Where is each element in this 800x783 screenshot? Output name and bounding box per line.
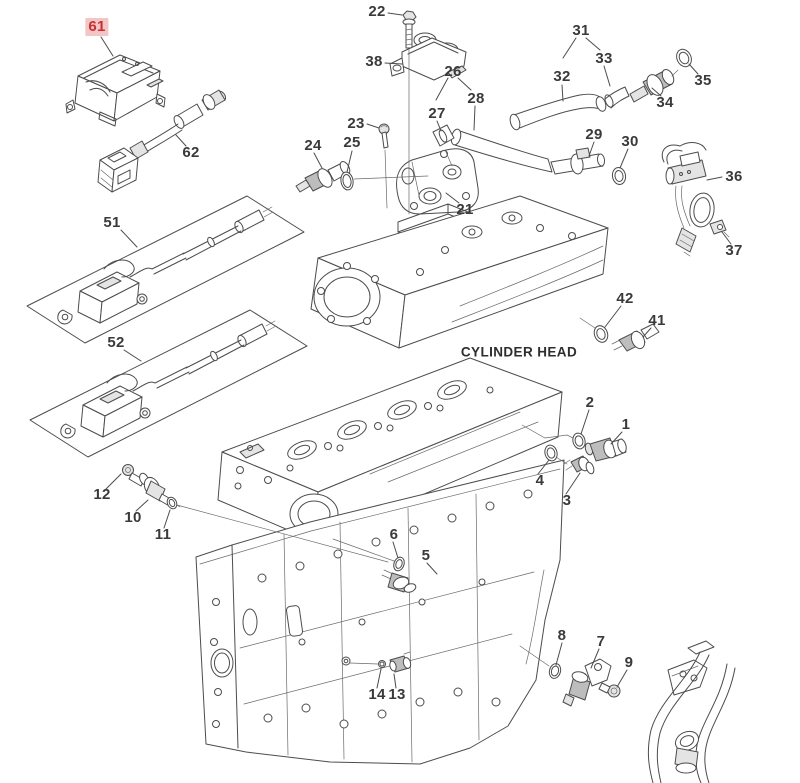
clamp-27 (432, 124, 455, 147)
clamp-ring-37 (689, 192, 730, 238)
oxygen-sensor-62 (97, 89, 227, 193)
callout-6: 6 (389, 526, 399, 543)
callout-22: 22 (368, 3, 386, 20)
kit-box-52 (29, 309, 308, 458)
callout-1: 1 (621, 416, 631, 433)
o-ring-35 (676, 48, 692, 68)
callout-34: 34 (656, 94, 674, 111)
fuel-pipes (647, 640, 736, 783)
sensor-7 (562, 658, 612, 707)
fitting-29 (550, 147, 606, 175)
callout-33: 33 (595, 50, 613, 67)
callout-4: 4 (535, 472, 545, 489)
kit-box-51 (26, 195, 305, 344)
callout-52: 52 (107, 334, 125, 351)
callout-7: 7 (596, 633, 606, 650)
engine-block (195, 459, 565, 765)
axis-lines (176, 49, 679, 667)
callout-14: 14 (368, 686, 386, 703)
callout-24: 24 (304, 137, 322, 154)
leader-lines (100, 12, 732, 689)
bolt-9 (598, 682, 621, 698)
callout-5: 5 (421, 547, 431, 564)
sensor-34 (629, 69, 675, 103)
hose-32 (509, 93, 607, 131)
o-ring-11 (166, 496, 178, 510)
o-ring-30 (611, 167, 627, 185)
o-ring-42 (593, 325, 609, 343)
callout-27: 27 (428, 105, 446, 122)
bracket-38 (389, 32, 467, 81)
callout-37: 37 (725, 242, 743, 259)
sensor-24 (295, 161, 351, 193)
o-ring-8 (548, 663, 562, 679)
callout-62: 62 (182, 144, 200, 161)
bolt-22 (402, 10, 417, 49)
callout-41: 41 (648, 312, 666, 329)
o-ring-25 (340, 171, 354, 191)
hose-28 (450, 128, 553, 173)
callout-21: 21 (456, 201, 474, 218)
callout-10: 10 (124, 509, 142, 526)
callout-38: 38 (365, 53, 383, 70)
callout-31: 31 (572, 22, 590, 39)
sensor-36 (661, 142, 707, 257)
sensor-3 (563, 455, 595, 475)
cylinder-head-caption: CYLINDER HEAD (460, 344, 578, 360)
callout-2: 2 (585, 394, 595, 411)
ecu-module-61 (65, 54, 166, 127)
o-ring-2 (572, 432, 586, 450)
callout-42: 42 (616, 290, 634, 307)
sensor-1 (584, 437, 627, 462)
callout-35: 35 (694, 72, 712, 89)
callout-13: 13 (388, 686, 406, 703)
sensor-13 (389, 651, 412, 673)
sensor-5 (381, 569, 417, 593)
callout-11: 11 (154, 526, 172, 543)
callout-61: 61 (85, 18, 109, 36)
o-ring-4 (544, 444, 558, 462)
callout-36: 36 (725, 168, 743, 185)
bolt-12 (122, 464, 145, 487)
callout-51: 51 (103, 214, 121, 231)
callout-26: 26 (444, 63, 462, 80)
callout-23: 23 (347, 115, 365, 132)
callout-28: 28 (467, 90, 485, 107)
sensor-41 (611, 323, 660, 352)
bolt-23 (378, 123, 390, 149)
glow-plug-sensor (57, 206, 274, 325)
callout-12: 12 (93, 486, 111, 503)
o-ring-14 (378, 660, 386, 668)
joint-33 (604, 86, 630, 109)
callout-8: 8 (557, 627, 567, 644)
intake-manifold (310, 195, 609, 349)
callout-3: 3 (562, 492, 572, 509)
o-ring-6 (393, 556, 405, 572)
callout-32: 32 (553, 68, 571, 85)
callout-30: 30 (621, 133, 639, 150)
callout-29: 29 (585, 126, 603, 143)
callout-9: 9 (624, 654, 634, 671)
callout-25: 25 (343, 134, 361, 151)
